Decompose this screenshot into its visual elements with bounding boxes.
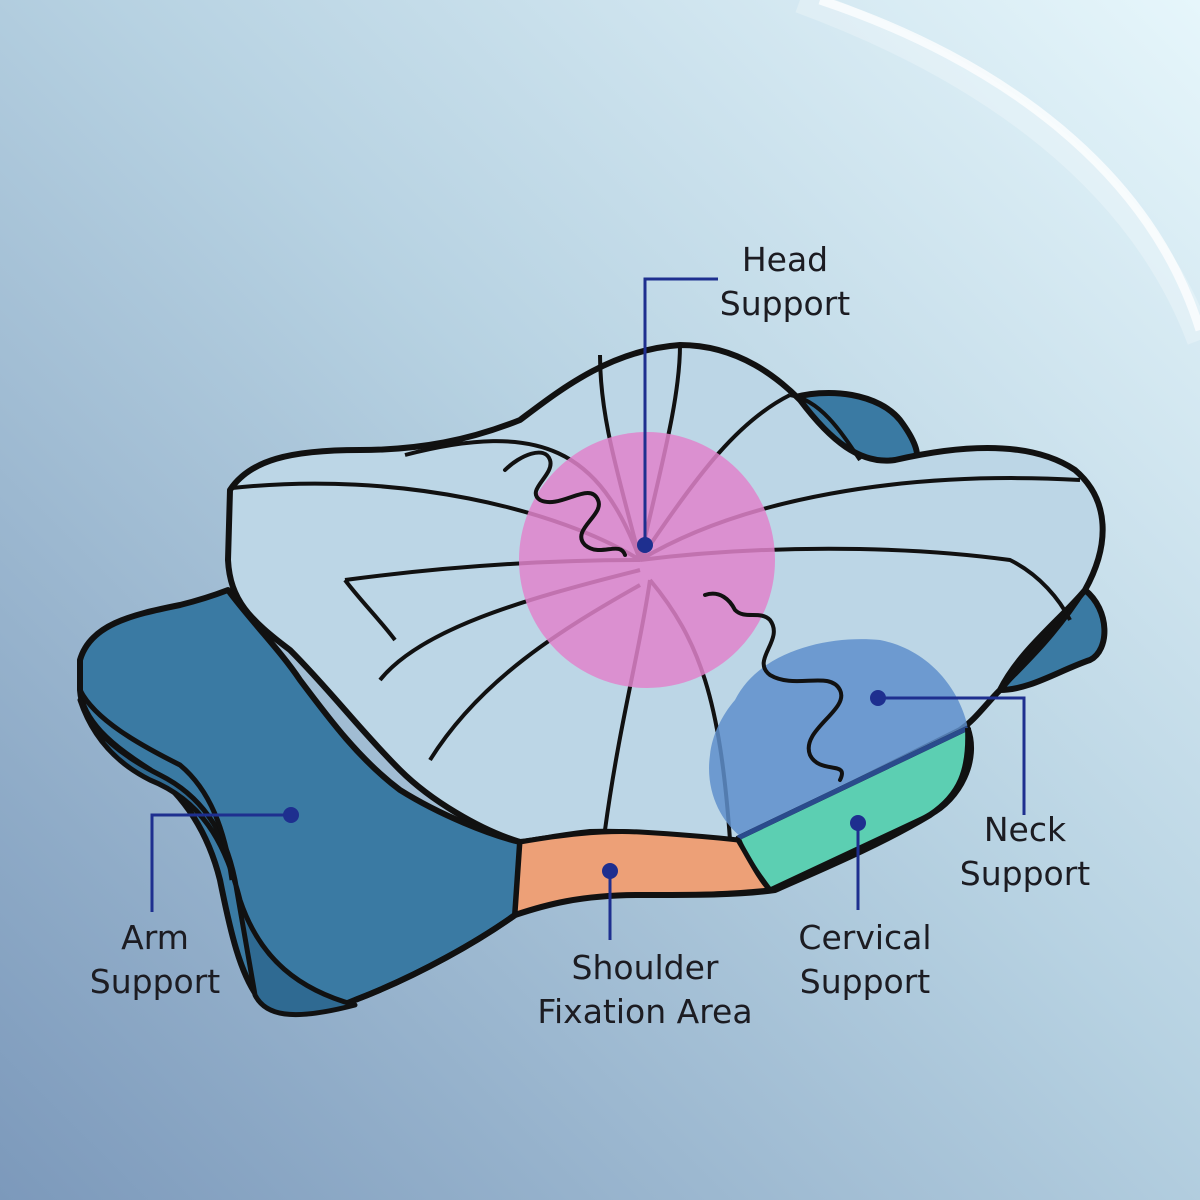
shoulder-fixation-label: Shoulder Fixation Area bbox=[520, 946, 770, 1034]
neck-support-region bbox=[709, 639, 968, 836]
cervical-edge bbox=[736, 725, 970, 841]
arm-support-lower-side bbox=[77, 697, 358, 1018]
head-support-region bbox=[519, 432, 775, 688]
pillow-bottom-outline bbox=[353, 727, 972, 1003]
neck-callout-dot bbox=[870, 690, 886, 706]
head-support-label-line1: Head bbox=[741, 240, 829, 279]
head-callout-line bbox=[643, 277, 718, 545]
callout-dots bbox=[283, 537, 886, 879]
arm-callout-line bbox=[150, 813, 291, 912]
cervical-support-label: Cervical Support bbox=[770, 916, 960, 1004]
neck-support-label: Neck Support bbox=[940, 808, 1110, 896]
neck-support-label-line1: Neck bbox=[983, 810, 1067, 849]
cervical-callout-dot bbox=[850, 815, 866, 831]
head-support-label: Head Support bbox=[700, 238, 870, 326]
neck-callout-line bbox=[878, 696, 1026, 815]
arm-support-edge bbox=[77, 688, 235, 881]
callouts bbox=[150, 277, 1026, 940]
shoulder-fixation-label-line1: Shoulder bbox=[571, 948, 719, 987]
arm-callout-dot bbox=[283, 807, 299, 823]
shoulder-fixation-label-line2: Fixation Area bbox=[537, 992, 753, 1031]
cervical-support-label-line2: Support bbox=[799, 962, 931, 1001]
arm-support-label-line1: Arm bbox=[121, 918, 189, 957]
cervical-support-label-line1: Cervical bbox=[798, 918, 932, 957]
head-support-label-line2: Support bbox=[719, 284, 851, 323]
light-streak bbox=[818, 0, 1200, 332]
arm-support-label-line2: Support bbox=[89, 962, 221, 1001]
wavy-lines bbox=[503, 450, 844, 782]
shoulder-callout-dot bbox=[602, 863, 618, 879]
neck-support-label-line2: Support bbox=[959, 854, 1091, 893]
arm-support-label: Arm Support bbox=[70, 916, 240, 1004]
head-callout-dot bbox=[637, 537, 653, 553]
light-streak-glow bbox=[795, 0, 1200, 345]
